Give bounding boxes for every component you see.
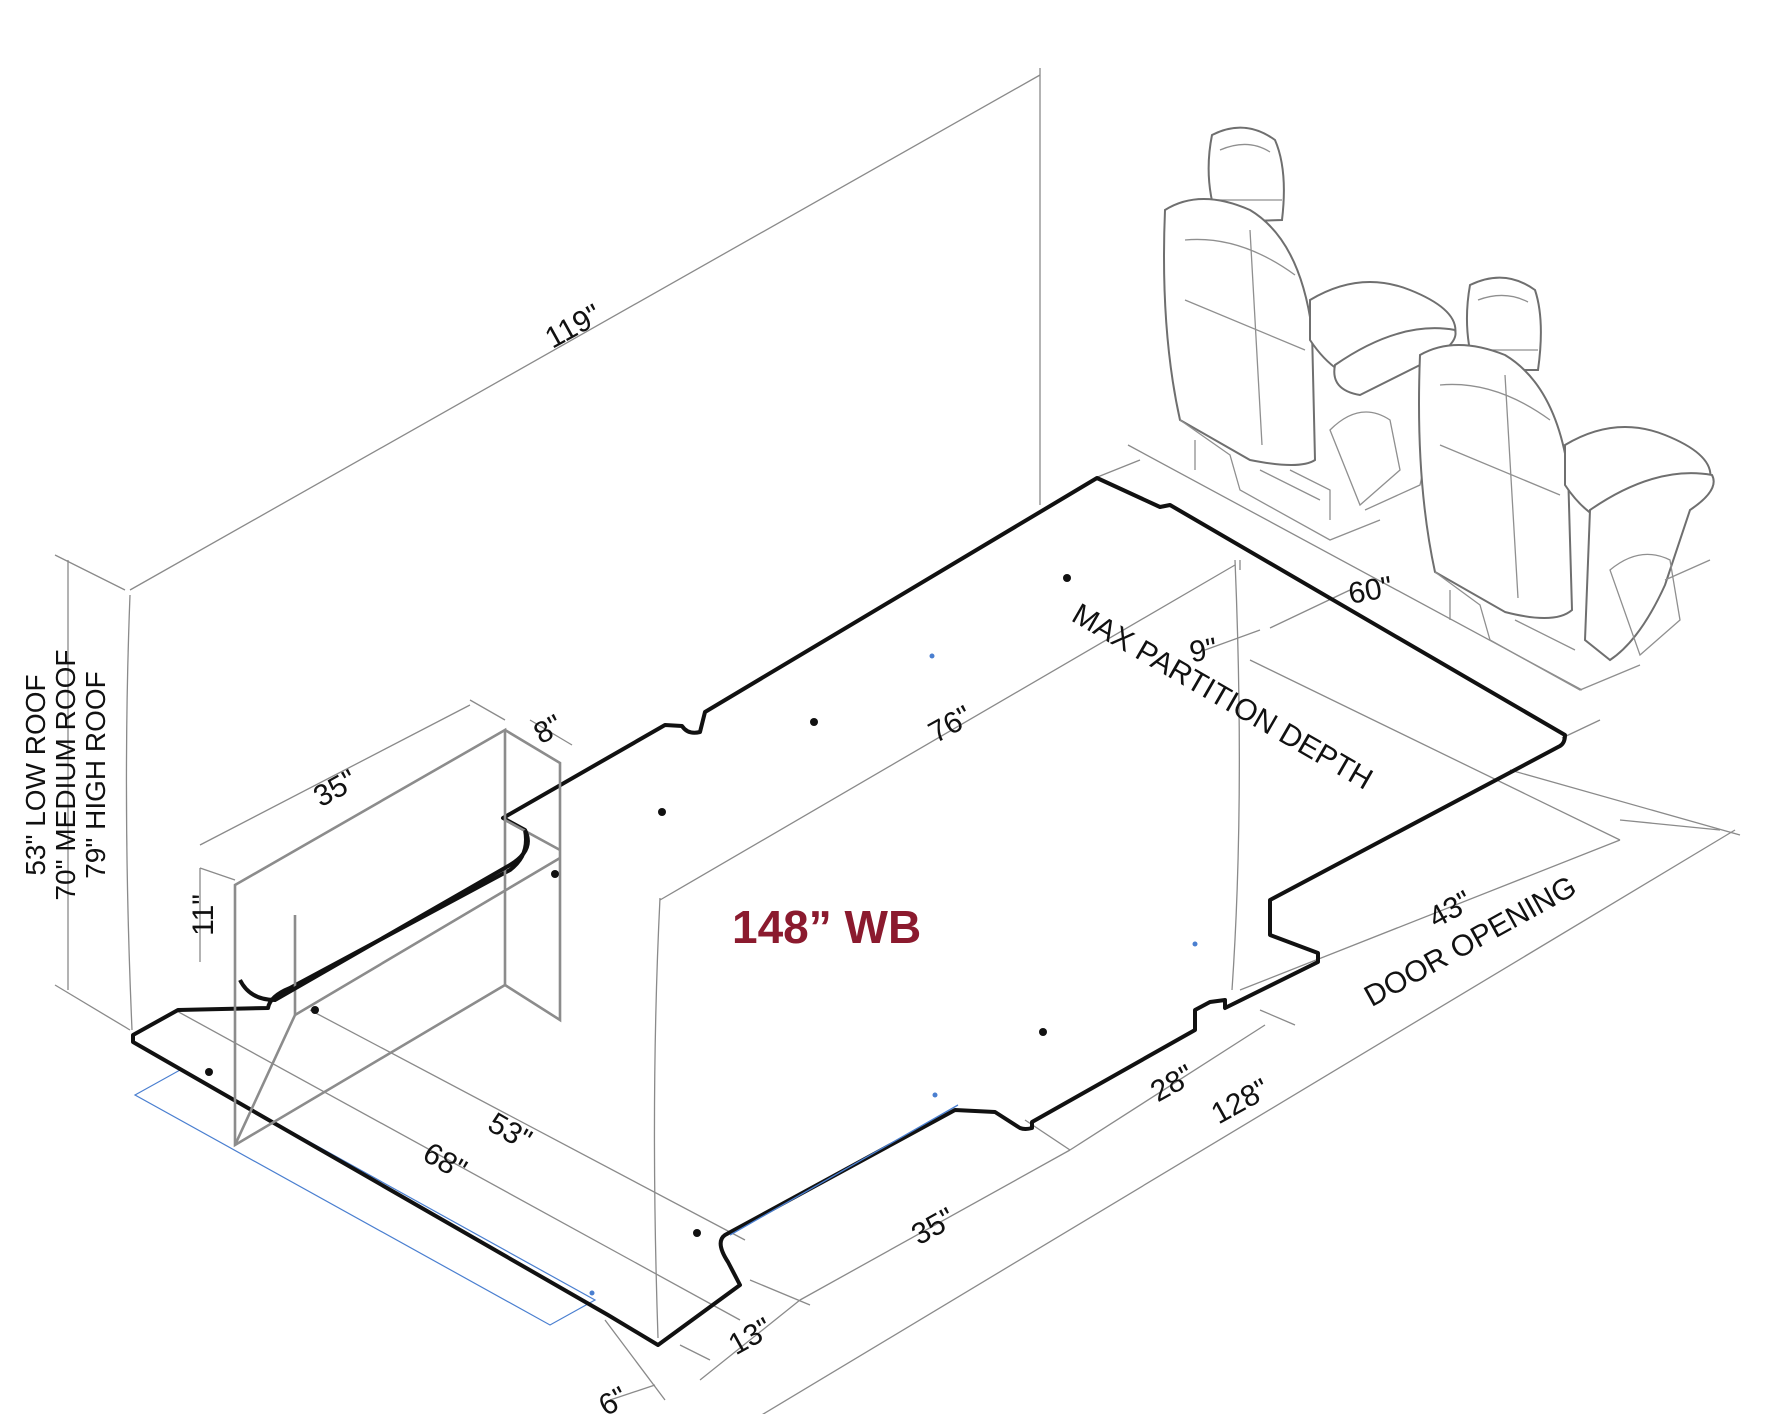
dim-53: 53" [482,1106,537,1157]
door-edge-blue [729,1104,959,1236]
dim-6: 6" [593,1381,633,1414]
dim-28: 28" [1145,1059,1200,1109]
roof-high: 79" HIGH ROOF [80,671,111,879]
dim-60: 60" [1346,571,1395,611]
dimension-labels: 119" 60" 9" MAX PARTITION DEPTH 76" 35" … [187,298,1582,1414]
dimension-lines [54,68,1741,1414]
roof-medium: 70" MEDIUM ROOF [50,649,81,900]
max-partition-label: MAX PARTITION DEPTH [1067,597,1378,796]
wheelbase-label: 148” WB [732,901,921,953]
seat-right [1418,276,1715,691]
dim-9: 9" [1187,632,1220,669]
dim-35-box: 35" [308,764,363,814]
dim-11: 11" [187,894,220,936]
dim-8: 8" [528,709,568,751]
dim-119: 119" [540,298,607,355]
cargo-floor-outline [131,476,1567,1347]
dim-68: 68" [417,1136,472,1187]
seat-left [1163,126,1457,541]
wheel-well-box [233,727,562,1148]
roof-low: 53" LOW ROOF [20,674,51,875]
floor-outline-blue [133,1069,597,1326]
dim-128: 128" [1206,1073,1275,1131]
floor-anchor-points [205,574,1198,1296]
dim-35-floor: 35" [906,1202,961,1252]
roof-height-labels: 53" LOW ROOF 70" MEDIUM ROOF 79" HIGH RO… [20,649,111,900]
